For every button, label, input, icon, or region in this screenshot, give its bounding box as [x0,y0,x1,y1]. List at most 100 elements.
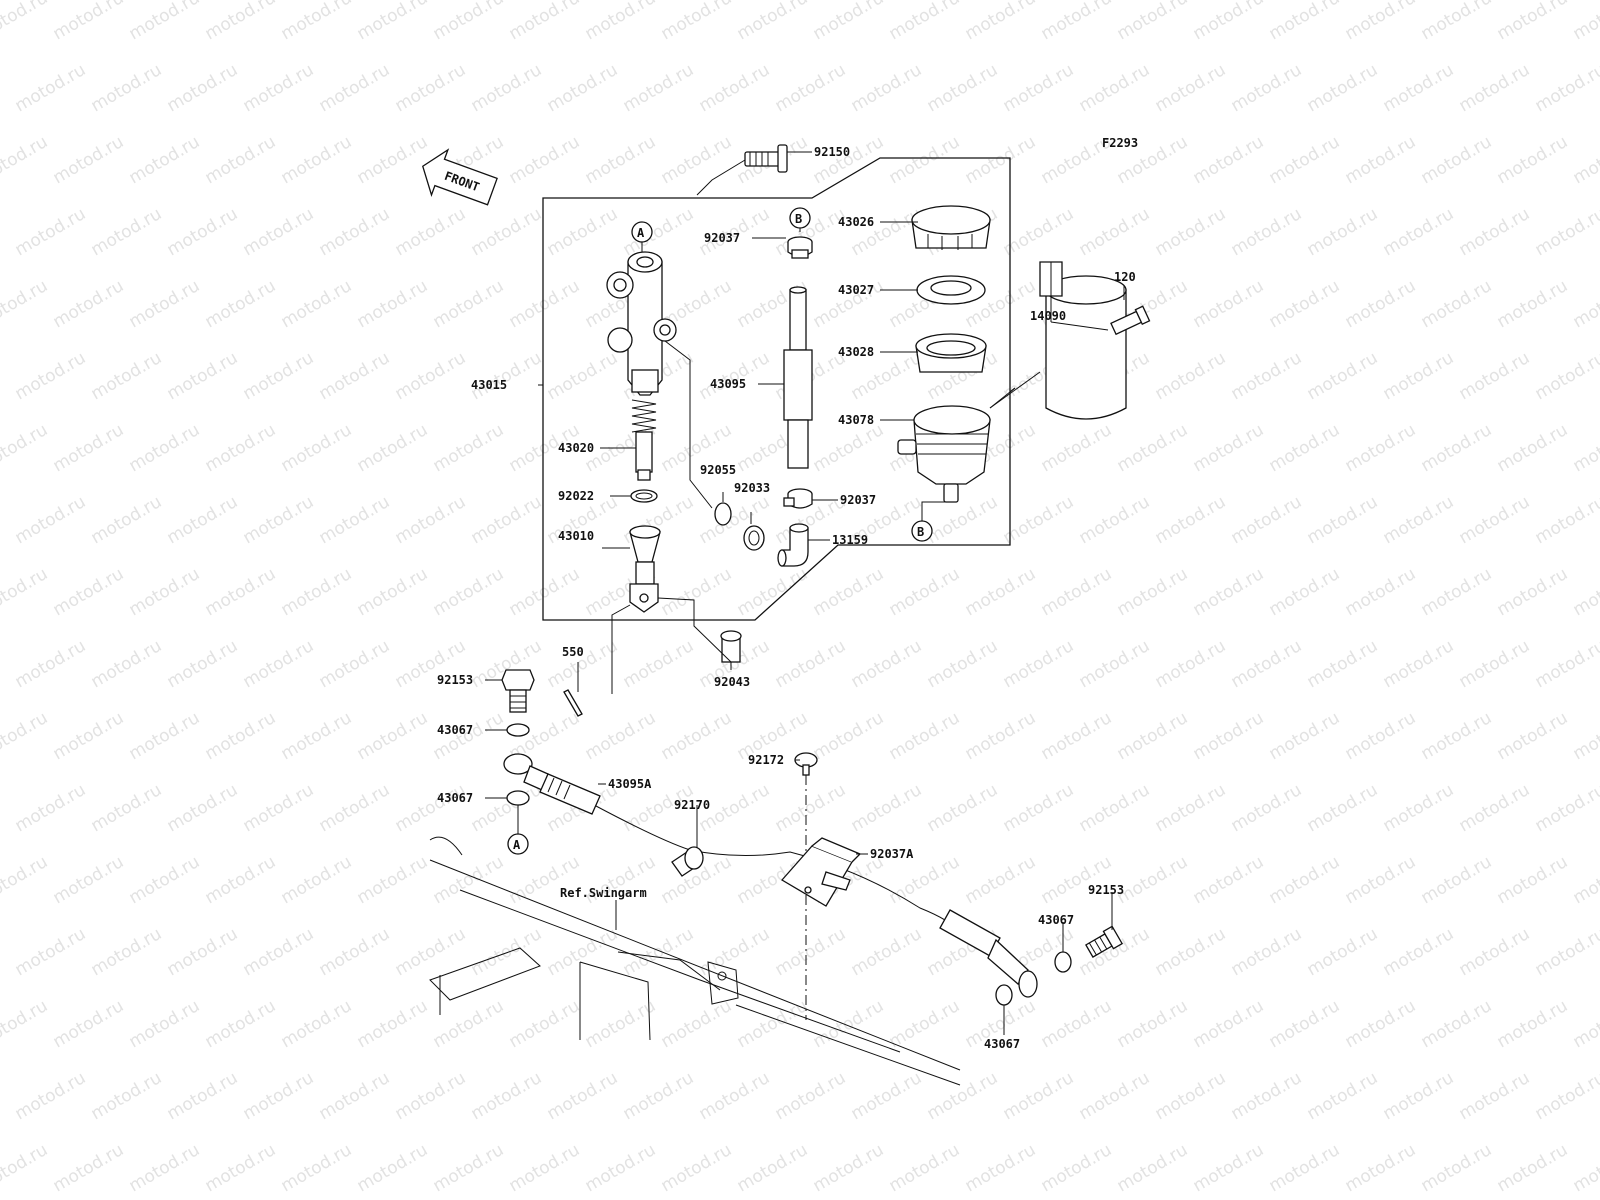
watermark-text: motod.ru [0,1140,51,1196]
watermark-text: motod.ru [1190,996,1268,1052]
watermark-text: motod.ru [278,132,356,188]
watermark-text: motod.ru [1304,60,1382,116]
watermark-text: motod.ru [1570,852,1600,908]
watermark-text: motod.ru [848,924,926,980]
watermark-text: motod.ru [1190,564,1268,620]
assembly-frame [542,157,1011,621]
watermark-text: motod.ru [544,60,622,116]
watermark-text: motod.ru [886,996,964,1052]
o-ring-92055 [714,502,732,526]
watermark-text: motod.ru [354,420,432,476]
watermark-text: motod.ru [1076,1068,1154,1124]
watermark-text: motod.ru [848,636,926,692]
watermark-text: motod.ru [810,420,888,476]
marker-b-bottom: B [911,520,933,542]
marker-a-top: A [631,221,653,243]
watermark-text: motod.ru [924,60,1002,116]
watermark-text: motod.ru [1038,1140,1116,1196]
watermark-text: motod.ru [1532,780,1600,836]
watermark-text: motod.ru [316,924,394,980]
watermark-text: motod.ru [88,636,166,692]
watermark-text: motod.ru [50,852,128,908]
watermark-text: motod.ru [962,852,1040,908]
watermark-text: motod.ru [1456,1068,1534,1124]
watermark-text: motod.ru [1266,564,1344,620]
watermark-text: motod.ru [1570,420,1600,476]
watermark-text: motod.ru [1076,780,1154,836]
watermark-text: motod.ru [430,420,508,476]
watermark-text: motod.ru [12,780,90,836]
watermark-text: motod.ru [468,492,546,548]
watermark-text: motod.ru [1532,1068,1600,1124]
watermark-text: motod.ru [1152,492,1230,548]
watermark-text: motod.ru [88,780,166,836]
svg-text:B: B [795,212,802,226]
watermark-text: motod.ru [1342,564,1420,620]
watermark-text: motod.ru [924,636,1002,692]
watermark-text: motod.ru [962,0,1040,44]
watermark-text: motod.ru [202,420,280,476]
watermark-text: motod.ru [278,420,356,476]
watermark-text: motod.ru [658,996,736,1052]
watermark-text: motod.ru [1380,1068,1458,1124]
label-13159: 13159 [832,533,868,547]
watermark-text: motod.ru [1456,348,1534,404]
watermark-text: motod.ru [1152,924,1230,980]
watermark-text: motod.ru [126,276,204,332]
watermark-text: motod.ru [240,348,318,404]
clamp-92037-mid [783,488,813,509]
watermark-text: motod.ru [848,780,926,836]
watermark-text: motod.ru [1418,132,1496,188]
watermark-text: motod.ru [620,1068,698,1124]
watermark-text: motod.ru [468,60,546,116]
watermark-text: motod.ru [886,564,964,620]
watermark-text: motod.ru [1190,708,1268,764]
watermark-text: motod.ru [1418,1140,1496,1196]
watermark-text: motod.ru [126,1140,204,1196]
watermark-text: motod.ru [354,1140,432,1196]
label-92150: 92150 [814,145,850,159]
label-92172: 92172 [748,753,784,767]
watermark-text: motod.ru [12,204,90,260]
watermark-text: motod.ru [12,636,90,692]
watermark-text: motod.ru [430,852,508,908]
watermark-text: motod.ru [354,996,432,1052]
watermark-text: motod.ru [88,1068,166,1124]
watermark-text: motod.ru [278,276,356,332]
watermark-text: motod.ru [0,708,51,764]
watermark-text: motod.ru [278,996,356,1052]
watermark-text: motod.ru [1342,0,1420,44]
watermark-text: motod.ru [430,996,508,1052]
watermark-text: motod.ru [1000,492,1078,548]
watermark-text: motod.ru [354,852,432,908]
clamp-92037-top [787,236,813,259]
watermark-text: motod.ru [1228,1068,1306,1124]
watermark-text: motod.ru [506,132,584,188]
washer-43067-d [995,984,1013,1006]
watermark-text: motod.ru [658,564,736,620]
watermark-text: motod.ru [50,0,128,44]
watermark-text: motod.ru [164,636,242,692]
watermark-text: motod.ru [1266,276,1344,332]
watermark-text: motod.ru [164,924,242,980]
svg-text:B: B [917,525,924,539]
watermark-text: motod.ru [1418,420,1496,476]
watermark-text: motod.ru [126,132,204,188]
circlip-92022 [630,489,658,503]
watermark-text: motod.ru [734,564,812,620]
label-43078: 43078 [838,413,874,427]
watermark-text: motod.ru [810,0,888,44]
watermark-text: motod.ru [772,636,850,692]
watermark-text: motod.ru [1000,636,1078,692]
watermark-text: motod.ru [1114,420,1192,476]
watermark-text: motod.ru [886,132,964,188]
watermark-text: motod.ru [1228,636,1306,692]
watermark-text: motod.ru [1418,708,1496,764]
watermark-text: motod.ru [1570,708,1600,764]
watermark-text: motod.ru [734,0,812,44]
watermark-text: motod.ru [1228,780,1306,836]
watermark-text: motod.ru [12,492,90,548]
watermark-text: motod.ru [1532,60,1600,116]
watermark-text: motod.ru [544,348,622,404]
